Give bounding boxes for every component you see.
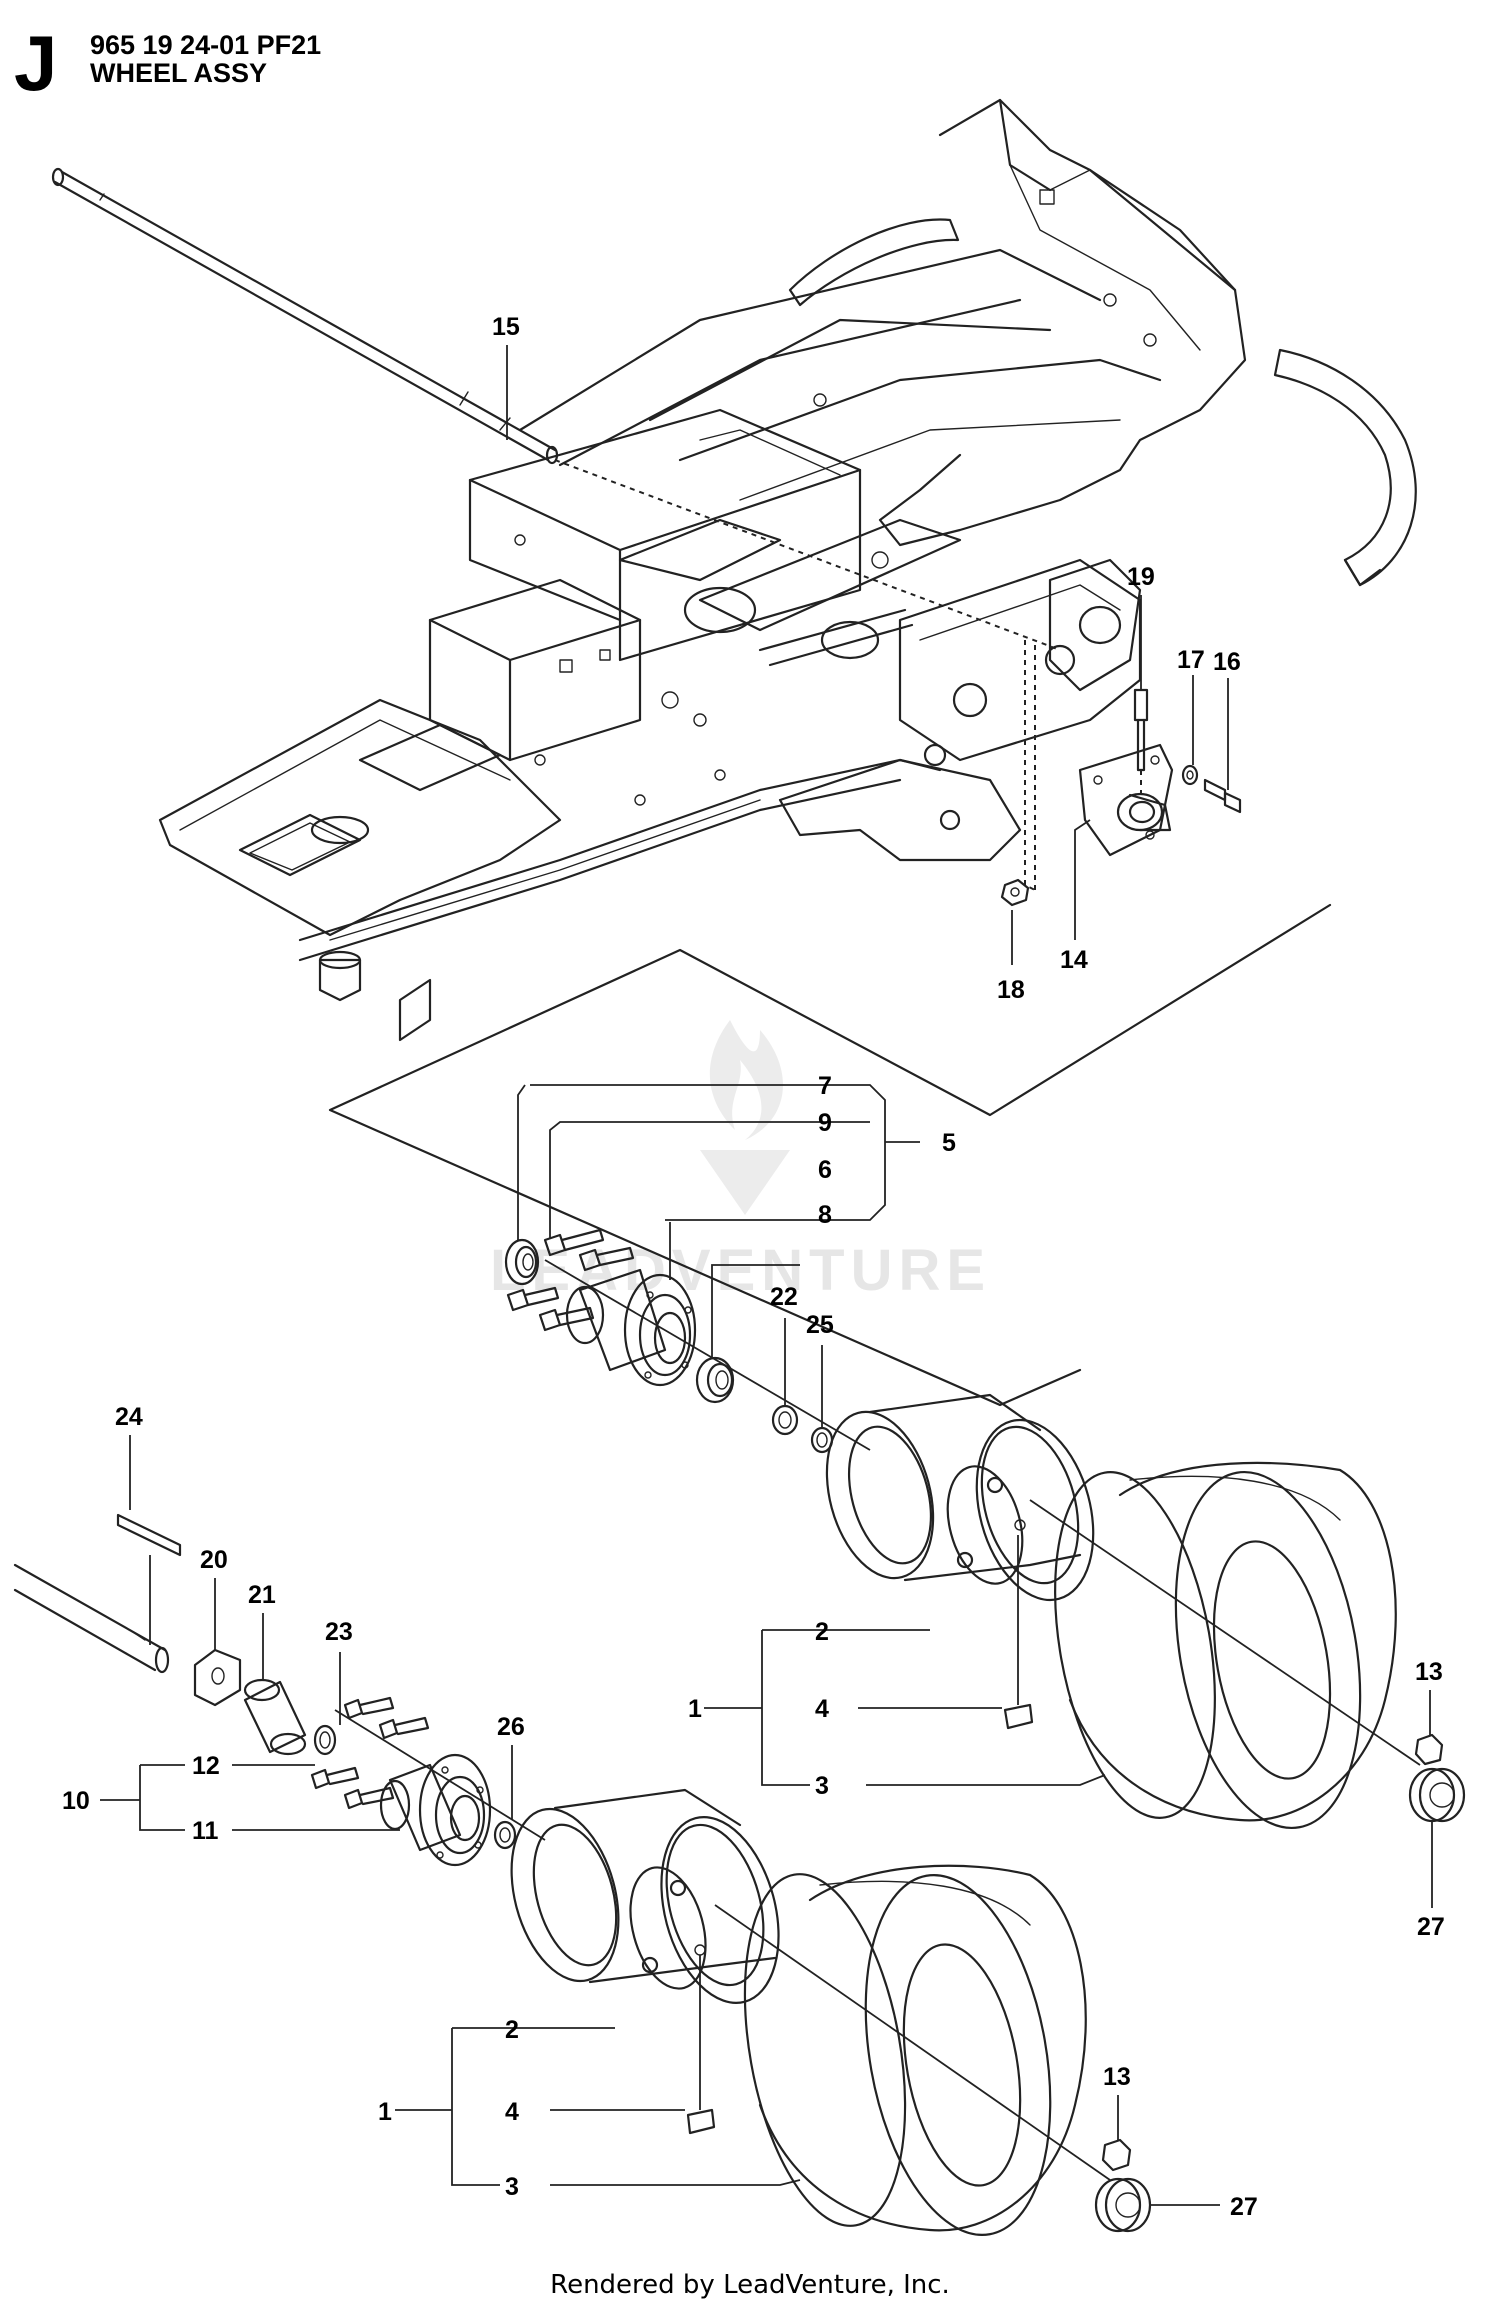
axle-shaft-lower	[13, 1563, 170, 1674]
callout-7: 7	[818, 1072, 832, 1100]
callout-27-lower: 27	[1230, 2193, 1258, 2221]
spindle-plate-14	[1078, 743, 1174, 857]
dash-bolt-18	[1024, 640, 1036, 891]
axis-upper-hub	[544, 1259, 871, 1451]
nut-18	[1000, 878, 1030, 907]
part-code: 965 19 24-01 PF21	[90, 30, 322, 60]
cap-27-upper	[1408, 1767, 1466, 1823]
callout-1-lower: 1	[378, 2098, 392, 2126]
callout-11: 11	[192, 1817, 219, 1845]
callout-18: 18	[997, 976, 1025, 1004]
callout-10: 10	[62, 1787, 90, 1815]
bolt-19	[1133, 688, 1149, 800]
bolt-16	[1203, 778, 1242, 814]
callout-labels: 15 19 17 16 14 18 7 9 6 8 5 22 25 24 20 …	[62, 313, 1445, 2221]
key-24	[116, 1513, 182, 1645]
callout-1-upper: 1	[688, 1695, 702, 1723]
cap-27-lower	[1094, 2177, 1152, 2233]
ring-26	[493, 1820, 517, 1850]
nut-13-lower	[1101, 2138, 1132, 2172]
nut-13-upper	[1414, 1733, 1444, 1766]
callout-24: 24	[115, 1403, 143, 1431]
callout-4-upper: 4	[815, 1695, 829, 1723]
callout-3-upper: 3	[815, 1772, 829, 1800]
callout-20: 20	[200, 1546, 228, 1574]
callout-26: 26	[497, 1713, 525, 1741]
spacer-20	[193, 1648, 242, 1707]
leadventure-watermark: LEADVENTURE	[490, 1020, 985, 1303]
hub-6	[565, 1268, 697, 1387]
callout-5: 5	[942, 1129, 956, 1157]
callout-9: 9	[818, 1109, 832, 1137]
assembly-title: WHEEL ASSY	[90, 58, 268, 88]
callout-14: 14	[1060, 946, 1088, 974]
washer-22	[771, 1404, 799, 1436]
callout-22: 22	[770, 1283, 798, 1311]
callout-12: 12	[192, 1752, 220, 1780]
tire-upper-3	[1054, 1461, 1397, 1830]
callout-15: 15	[492, 313, 520, 341]
assembly-plane	[328, 903, 1332, 1407]
section-letter: J	[14, 19, 58, 107]
callout-13-upper: 13	[1415, 1658, 1443, 1686]
callout-4-lower: 4	[505, 2098, 519, 2126]
axis-upper-wheel	[1029, 1499, 1421, 1766]
valve-4-upper	[1003, 1535, 1034, 1730]
washer-17	[1181, 764, 1199, 786]
render-credit: Rendered by LeadVenture, Inc.	[550, 2270, 950, 2300]
callout-3-lower: 3	[505, 2173, 519, 2201]
tractor-frame	[158, 98, 1417, 1042]
axle-shaft-15	[51, 167, 1061, 651]
callout-16: 16	[1213, 648, 1241, 676]
sleeve-21	[243, 1678, 307, 1756]
valve-4-lower	[686, 1955, 716, 2135]
bolts-9	[506, 1228, 635, 1332]
hub-11	[379, 1753, 492, 1867]
callout-13-lower: 13	[1103, 2063, 1131, 2091]
axis-lower-hub	[334, 1709, 546, 1841]
washer-23	[313, 1724, 337, 1756]
callout-23: 23	[325, 1618, 353, 1646]
tire-lower-3	[743, 1864, 1087, 2236]
bearing-8	[695, 1356, 735, 1404]
callout-2-lower: 2	[505, 2016, 519, 2044]
bearing-7	[504, 1238, 540, 1286]
bolts-12	[310, 1696, 430, 1810]
callout-6: 6	[818, 1156, 832, 1184]
callout-27-upper: 27	[1417, 1913, 1445, 1941]
axis-lower-wheel	[714, 1904, 1111, 2181]
rim-lower-2	[510, 1788, 780, 2004]
callout-2-upper: 2	[815, 1618, 829, 1646]
callout-8: 8	[818, 1201, 832, 1229]
callout-17: 17	[1177, 646, 1205, 674]
callout-19: 19	[1127, 563, 1155, 591]
callout-25: 25	[806, 1311, 834, 1339]
callout-21: 21	[248, 1581, 276, 1609]
leader-lines	[100, 345, 1433, 2206]
rim-upper-2	[825, 1393, 1095, 1602]
